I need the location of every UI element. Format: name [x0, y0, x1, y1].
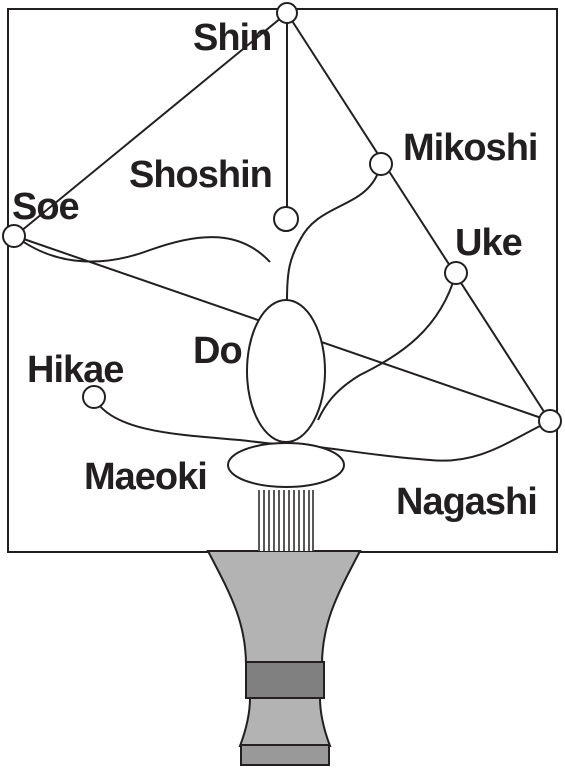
stem-bundle	[258, 490, 314, 551]
vase-foot	[240, 744, 330, 766]
label-shin: Shin	[193, 17, 271, 59]
vase	[206, 550, 362, 766]
hikae-marker	[82, 385, 106, 409]
nagashi-marker	[538, 409, 562, 433]
label-mikoshi: Mikoshi	[403, 127, 537, 169]
curve-mikoshi	[286, 163, 382, 301]
labels: Shin Shoshin Mikoshi Soe Uke Do Hikae Ma…	[12, 17, 538, 523]
curve-soe	[14, 235, 271, 263]
shin-marker	[276, 2, 298, 24]
do-ellipse	[246, 299, 326, 443]
label-maeoki: Maeoki	[84, 456, 207, 498]
vase-stem	[238, 697, 332, 747]
maeoki-ellipse	[227, 442, 345, 488]
label-hikae: Hikae	[27, 349, 123, 391]
soe-marker	[2, 224, 26, 248]
line-shin-soe	[14, 12, 288, 237]
uke-marker	[444, 261, 468, 285]
vase-band	[245, 661, 325, 699]
label-do: Do	[193, 330, 242, 372]
markers	[2, 2, 562, 433]
vase-body	[206, 550, 362, 666]
label-uke: Uke	[455, 222, 522, 264]
line-shin-nagashi	[286, 12, 551, 422]
label-nagashi: Nagashi	[396, 481, 537, 523]
shoshin-marker	[273, 206, 299, 232]
mikoshi-marker	[369, 152, 393, 176]
label-shoshin: Shoshin	[129, 154, 272, 196]
curve-uke	[317, 272, 457, 421]
label-soe: Soe	[12, 186, 79, 228]
